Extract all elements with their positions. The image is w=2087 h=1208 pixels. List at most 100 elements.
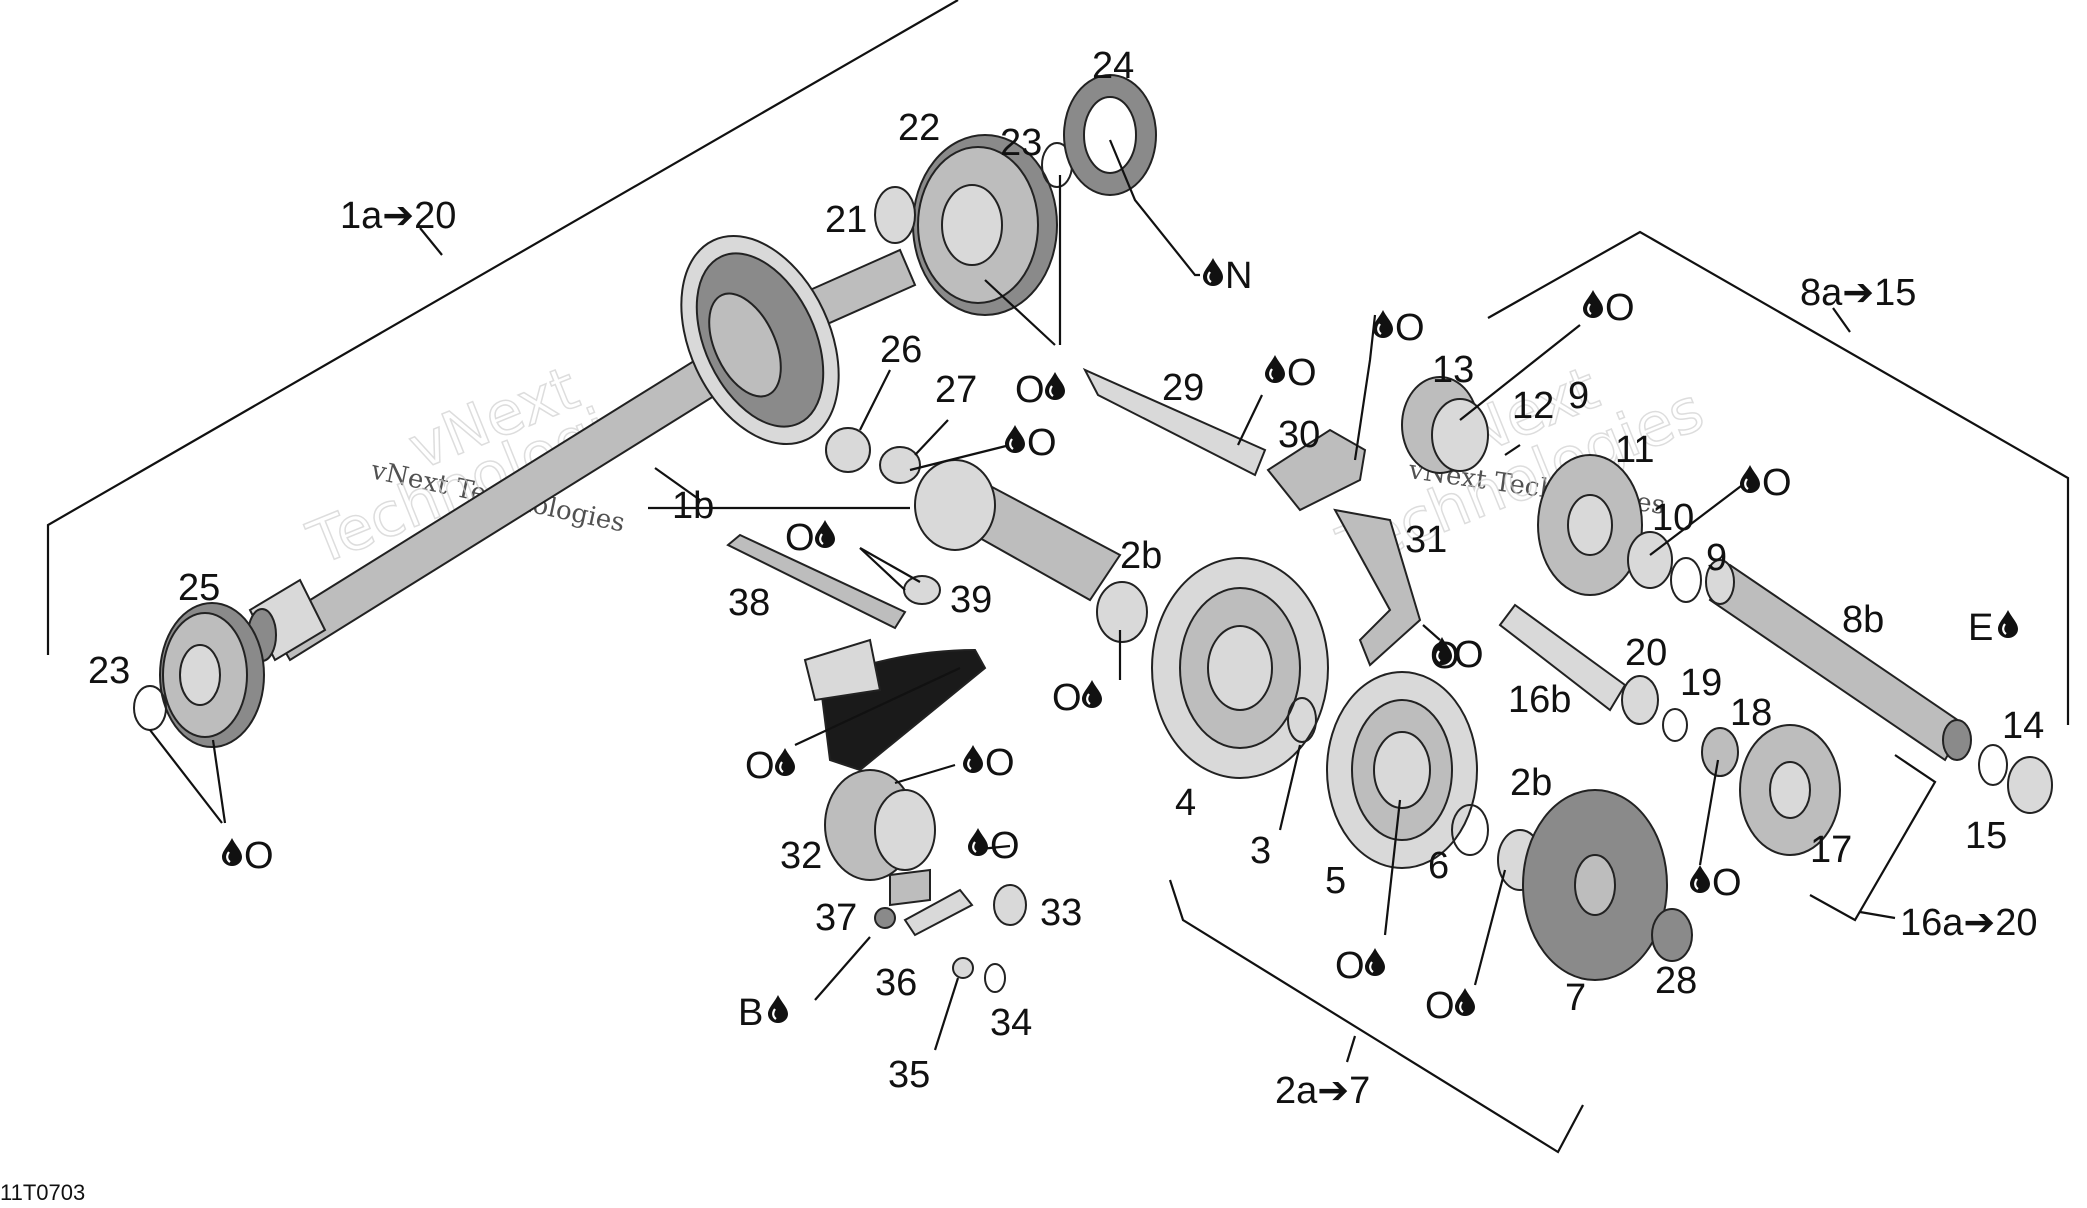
lube-label: O (1052, 677, 1082, 719)
part-label: 5 (1325, 860, 1346, 902)
shift-lever (803, 638, 882, 702)
seal-24 (1063, 74, 1157, 196)
part-label: 1b (672, 485, 714, 527)
part-label: 29 (1162, 367, 1204, 409)
oil-drop-icon (1005, 425, 1025, 453)
part-label: 22 (898, 107, 940, 149)
bolt-37 (874, 907, 896, 929)
oil-drop-icon (1082, 680, 1102, 708)
reference-code: 11T0703 (0, 1180, 85, 1205)
part-label: 2b (1510, 762, 1552, 804)
leader-lines (149, 139, 1746, 1051)
lube-label: E (1968, 607, 1993, 649)
oil-drop-icon (1583, 290, 1603, 318)
part-label: 9 (1706, 537, 1727, 579)
oil-drop-icon (963, 745, 983, 773)
part-label: 28 (1655, 960, 1697, 1002)
oil-drop-icon (1365, 948, 1385, 976)
lube-callouts: N O O O O O O O O O O O O O O O O (222, 255, 2018, 1034)
oil-drop-icon (222, 838, 242, 866)
gear-11 (1537, 454, 1643, 596)
group-label: 8a➔15 (1800, 272, 1916, 314)
part-label: 19 (1680, 662, 1722, 704)
part-label: 13 (1432, 349, 1474, 391)
part-label: 23 (1000, 122, 1042, 164)
oil-drop-icon (968, 828, 988, 856)
gear-7 (1522, 789, 1668, 981)
lube-label: O (785, 517, 815, 559)
lube-label: O (1015, 369, 1045, 411)
part-label: 10 (1652, 497, 1694, 539)
lube-label: O (1454, 634, 1484, 676)
ring-19 (1662, 708, 1688, 742)
ring-6 (1451, 804, 1489, 856)
part-label: 17 (1810, 829, 1852, 871)
part-label: 7 (1565, 977, 1586, 1019)
bushing-15 (2007, 756, 2053, 814)
washer-26 (825, 427, 871, 473)
ring-14 (1978, 744, 2008, 786)
bushing-10 (1627, 531, 1673, 589)
clip-3 (1287, 697, 1317, 743)
fork-30 (1266, 428, 1367, 512)
part-label: 20 (1625, 632, 1667, 674)
clip-34 (984, 963, 1006, 993)
main-shaft (247, 235, 917, 662)
lube-label: O (1712, 862, 1742, 904)
part-label: 14 (2002, 705, 2044, 747)
fork-31 (1333, 508, 1422, 667)
part-label: 32 (780, 835, 822, 877)
gear-13 (1401, 376, 1489, 474)
oil-drop-icon (1998, 610, 2018, 638)
part-label: 25 (178, 567, 220, 609)
oil-drop-icon (1203, 258, 1223, 286)
part-label: 33 (1040, 892, 1082, 934)
spring-39 (903, 575, 941, 605)
part-label: 37 (815, 897, 857, 939)
oil-drop-icon (775, 748, 795, 776)
lube-label: O (1395, 307, 1425, 349)
part-label: 34 (990, 1002, 1032, 1044)
lube-label: O (1335, 945, 1365, 987)
lube-label: O (990, 825, 1020, 867)
washer-35 (952, 957, 974, 979)
shaft-8b (1705, 559, 1972, 762)
ring-23-lower (133, 685, 167, 731)
lube-label: O (244, 835, 274, 877)
shaft-1b (914, 459, 1122, 602)
lube-label: O (1027, 422, 1057, 464)
group-label: 16a➔20 (1900, 902, 2038, 944)
oil-drop-icon (1740, 465, 1760, 493)
lube-label: O (1762, 462, 1792, 504)
part-label: 26 (880, 329, 922, 371)
bearing-25 (159, 602, 265, 748)
lube-label: O (1430, 635, 1460, 677)
oil-drop-icon (768, 995, 788, 1023)
shaft-29 (1082, 367, 1267, 477)
ring-9 (1670, 557, 1702, 603)
part-label: 31 (1405, 519, 1447, 561)
part-label: 3 (1250, 830, 1271, 872)
part-label: 4 (1175, 782, 1196, 824)
washer-21 (874, 186, 916, 244)
part-labels: 24 22 23 21 26 27 29 13 12 9 11 10 9 30 … (88, 45, 2044, 1096)
gear-5 (1326, 671, 1478, 869)
part-label: 36 (875, 962, 917, 1004)
oil-drop-icon (1455, 988, 1475, 1016)
link-36 (903, 888, 974, 937)
lube-label: O (1605, 287, 1635, 329)
part-label: 38 (728, 582, 770, 624)
shaft-38 (726, 533, 907, 630)
bushing-20 (1621, 675, 1659, 725)
group-label: 1a➔20 (340, 195, 456, 237)
oil-drop-icon (1265, 355, 1285, 383)
plate-33 (993, 884, 1027, 926)
group-labels: 1a➔20 8a➔15 2a➔7 16a➔20 (340, 195, 2038, 1112)
gear-4 (1151, 557, 1329, 779)
part-label: 30 (1278, 414, 1320, 456)
part-label: 9 (1568, 375, 1589, 417)
lube-label: B (738, 992, 763, 1034)
part-label: 8b (1842, 599, 1884, 641)
part-label: 21 (825, 199, 867, 241)
